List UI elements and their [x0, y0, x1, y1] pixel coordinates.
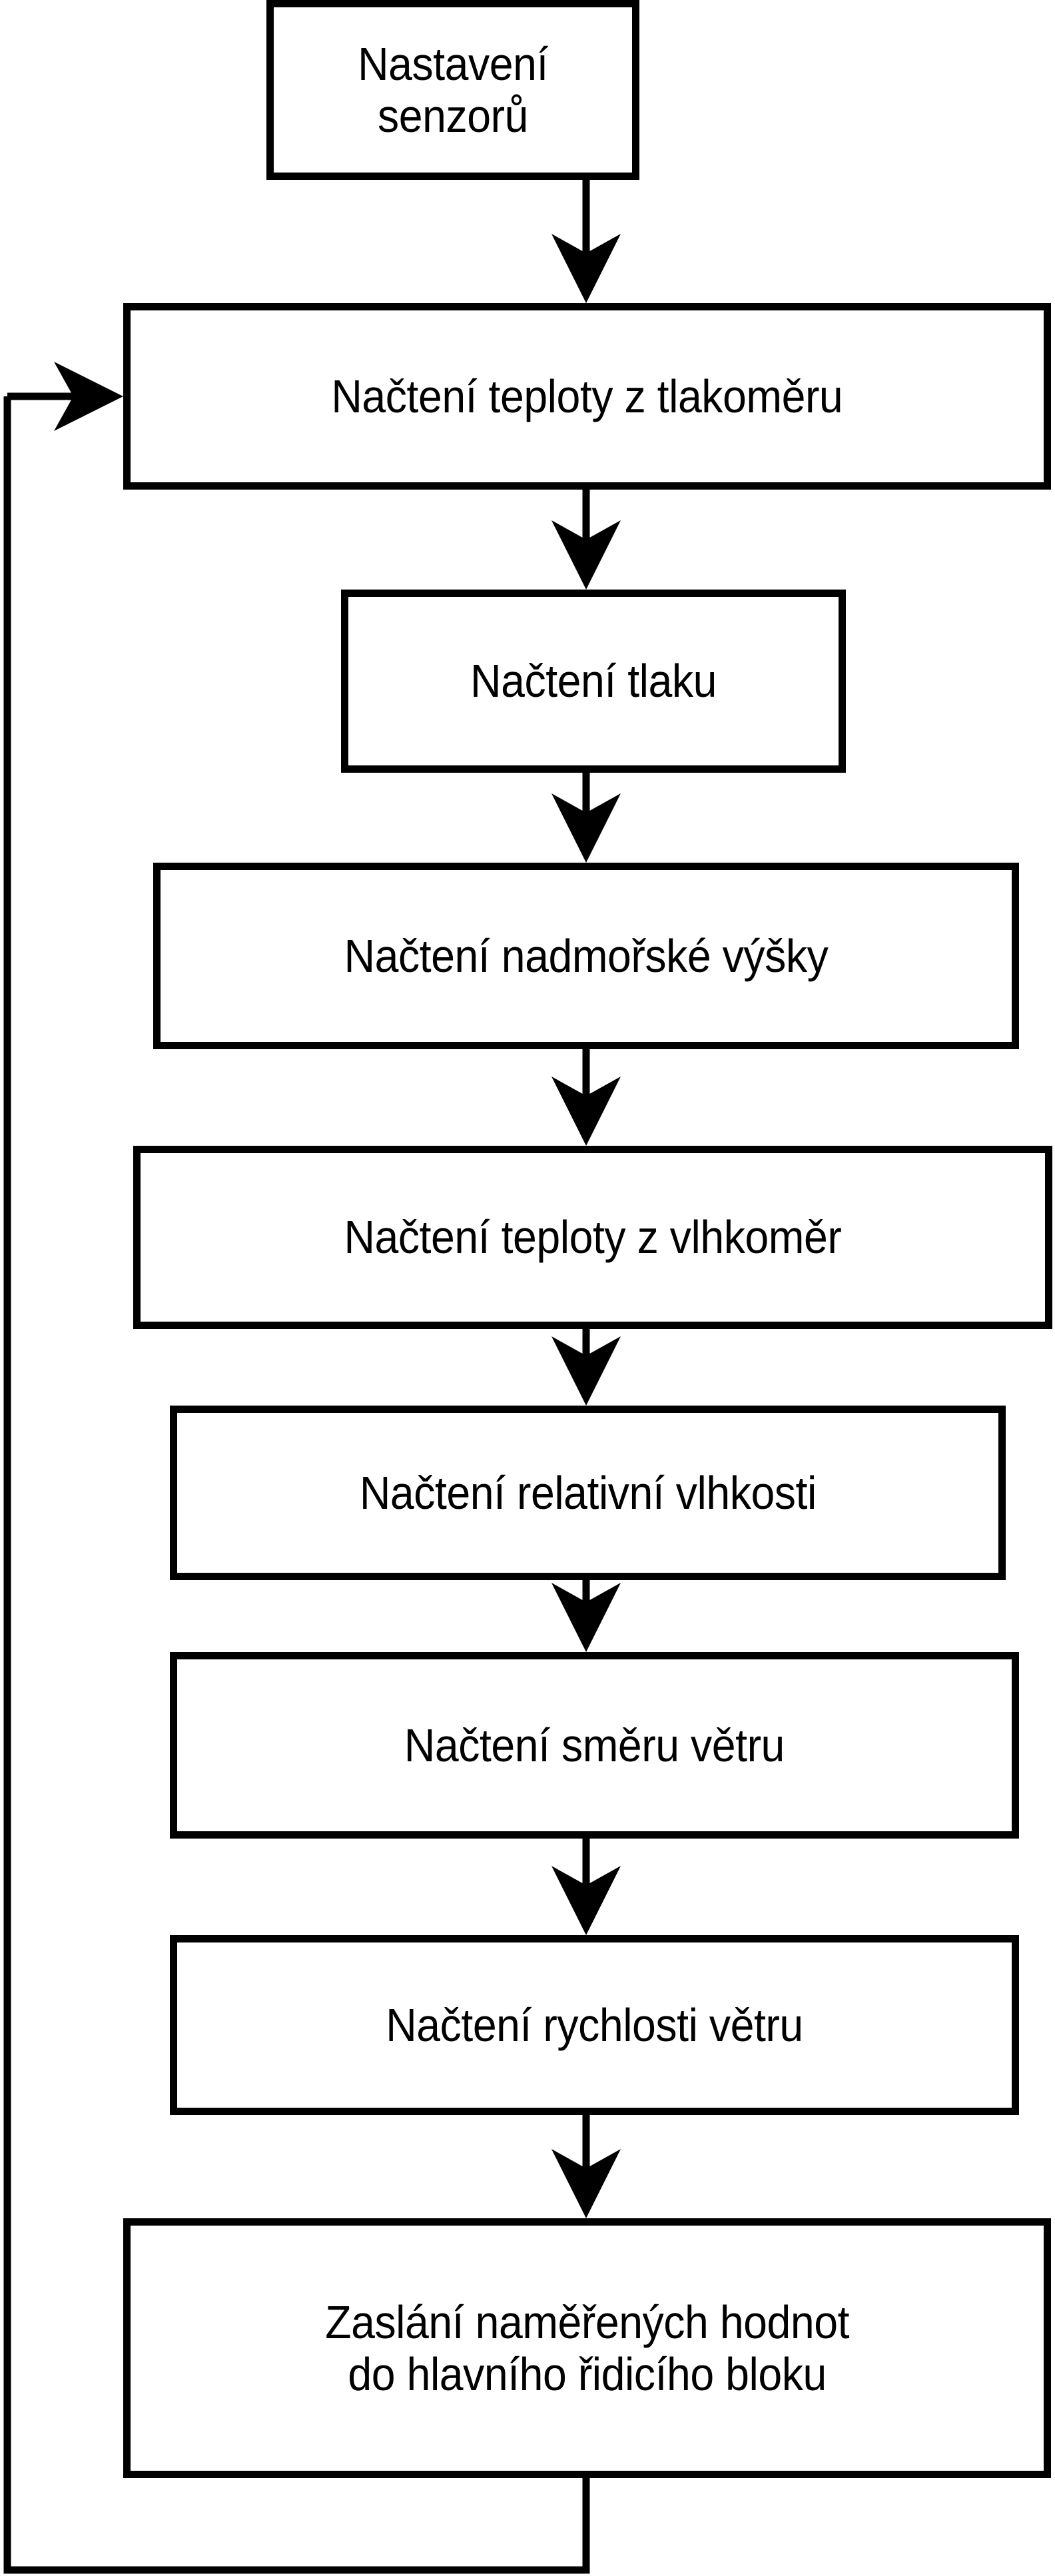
node-label: Nastavení senzorů — [358, 37, 548, 142]
edge-n5-n6 — [551, 1329, 621, 1406]
node-label: Načtení tlaku — [470, 655, 717, 707]
node-label: Načtení nadmořské výšky — [344, 929, 829, 982]
node-nastaveni-senzoru[interactable]: Nastavení senzorů — [266, 0, 639, 180]
node-label: Načtení teploty z tlakoměru — [331, 370, 843, 422]
node-nacteni-teploty-z-vlhkomeru[interactable]: Načtení teploty z vlhkoměr — [133, 1146, 1052, 1329]
node-label: Načtení relativní vlhkosti — [359, 1466, 817, 1519]
node-nacteni-teploty-z-tlakomeru[interactable]: Načtení teploty z tlakoměru — [123, 303, 1051, 490]
node-nacteni-nadmorske-vysky[interactable]: Načtení nadmořské výšky — [153, 863, 1019, 1049]
edge-n6-n7 — [551, 1580, 621, 1652]
node-label: Načtení rychlosti větru — [386, 1998, 803, 2051]
edge-n8-n9 — [551, 2115, 621, 2218]
node-nacteni-rychlosti-vetru[interactable]: Načtení rychlosti větru — [170, 1935, 1019, 2115]
edge-n3-n4 — [551, 773, 621, 863]
edge-n9-n2-loopback — [3, 362, 590, 2574]
edge-n7-n8 — [551, 1839, 621, 1935]
edge-n1-n2 — [551, 180, 621, 303]
edge-n2-n3 — [551, 490, 621, 590]
node-nacteni-smeru-vetru[interactable]: Načtení směru větru — [170, 1652, 1019, 1839]
node-nacteni-tlaku[interactable]: Načtení tlaku — [341, 590, 846, 773]
node-label: Zaslání naměřených hodnot do hlavního ři… — [325, 2296, 849, 2400]
node-label: Načtení teploty z vlhkoměr — [344, 1211, 842, 1264]
node-zaslani-namerenych-hodnot[interactable]: Zaslání naměřených hodnot do hlavního ři… — [123, 2218, 1051, 2478]
node-label: Načtení směru větru — [404, 1719, 785, 1771]
edge-n4-n5 — [551, 1049, 621, 1146]
node-nacteni-relativni-vlhkosti[interactable]: Načtení relativní vlhkosti — [170, 1406, 1006, 1580]
